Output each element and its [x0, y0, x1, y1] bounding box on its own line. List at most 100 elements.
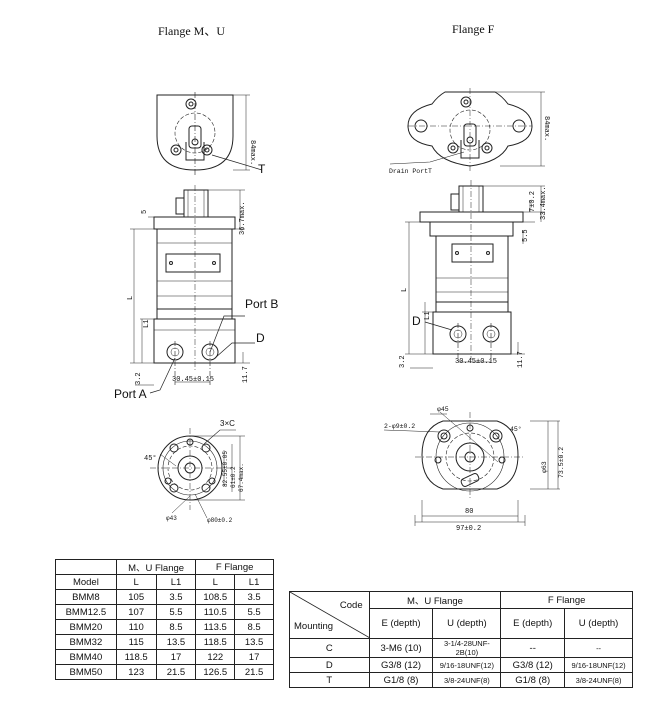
cell-mu-l: 115	[115, 634, 157, 650]
code-corner-cell: Code Mounting	[289, 591, 370, 639]
cell-mu-u: 9/16-18UNF(12)	[432, 657, 502, 673]
dim-right-2-09: 2-φ9±0.2	[384, 423, 415, 430]
cell-f-l: 122	[195, 649, 236, 665]
cell-mounting: D	[289, 657, 370, 673]
dim-left-phi80: φ80±0.2	[207, 517, 233, 524]
table-row: D G3/8 (12) 9/16-18UNF(12) G3/8 (12) 9/1…	[289, 657, 633, 673]
cell-f-l1: 21.5	[234, 664, 274, 680]
code-table: Code Mounting M、U Flange F Flange E (dep…	[289, 590, 633, 688]
table-row: BMM40 118.5 17 122 17	[55, 649, 274, 665]
dim-left-67max: 67.4max.	[238, 463, 245, 492]
dim-right-80: 80	[465, 508, 473, 516]
callout-3xc: 3×C	[220, 419, 235, 428]
code-sub-mu-e: E (depth)	[368, 608, 434, 639]
cell-f-e: --	[500, 638, 566, 658]
dim-right-l1: L1	[424, 312, 432, 320]
left-bottom-view	[150, 428, 245, 519]
dim-right-33-4max: 33.4max.	[540, 186, 548, 220]
spec-table: M、U Flange F Flange Model L L1 L L1 BMM8…	[55, 559, 274, 680]
table-row: BMM32 115 13.5 118.5 13.5	[55, 634, 274, 650]
cell-model: BMM50	[55, 664, 117, 680]
dim-right-73-5: 73.5±0.2	[558, 447, 565, 478]
cell-f-l1: 3.5	[234, 589, 274, 605]
spec-col-mu-l1: L1	[155, 574, 197, 590]
right-side-view	[405, 180, 545, 369]
cell-model: BMM40	[55, 649, 117, 665]
dim-right-5-5: 5.5	[522, 229, 530, 242]
code-group-mu: M、U Flange	[368, 590, 502, 610]
dim-left-11-7: 11.7	[242, 366, 250, 383]
code-sub-mu-u: U (depth)	[432, 608, 502, 639]
spec-blank-cell	[55, 559, 117, 575]
title-flange-mu: Flange M、U	[158, 24, 225, 38]
dim-right-phi63: φ63	[541, 461, 548, 473]
spec-col-f-l1: L1	[234, 574, 274, 590]
cell-model: BMM20	[55, 619, 117, 635]
cell-f-l: 118.5	[195, 634, 236, 650]
right-bottom-view	[383, 411, 560, 526]
corner-diagonal	[290, 592, 370, 638]
cell-mu-l: 105	[115, 589, 157, 605]
cell-mu-u: 3/8-24UNF(8)	[432, 672, 502, 688]
cell-f-u: 9/16-18UNF(12)	[564, 657, 633, 673]
cell-mu-l: 118.5	[115, 649, 157, 665]
cell-mounting: T	[289, 672, 370, 688]
cell-mu-l1: 5.5	[155, 604, 197, 620]
left-side-view	[130, 185, 255, 394]
table-row: BMM20 110 8.5 113.5 8.5	[55, 619, 274, 635]
dim-right-3-2: 3.2	[399, 355, 407, 368]
cell-mounting: C	[289, 638, 370, 658]
cell-mu-e: 3-M6 (10)	[368, 638, 434, 658]
right-top-view	[389, 88, 545, 172]
cell-mu-l1: 3.5	[155, 589, 197, 605]
callout-drain-port: Drain PortT	[389, 168, 432, 175]
cell-mu-u: 3-1/4-28UNF-2B(10)	[432, 638, 502, 658]
cell-mu-l: 107	[115, 604, 157, 620]
table-row: C 3-M6 (10) 3-1/4-28UNF-2B(10) -- --	[289, 638, 633, 658]
cell-mu-l1: 21.5	[155, 664, 197, 680]
cell-f-u: --	[564, 638, 633, 658]
callout-t: T	[258, 162, 266, 176]
callout-port-b: Port B	[245, 297, 278, 311]
cell-mu-e: G3/8 (12)	[368, 657, 434, 673]
dim-left-45deg: 45°	[144, 454, 157, 463]
table-row: BMM50 123 21.5 126.5 21.5	[55, 664, 274, 680]
code-corner-mounting: Mounting	[294, 621, 334, 632]
cell-model: BMM12.5	[55, 604, 117, 620]
dim-left-36-7max: 36.7max.	[239, 201, 247, 235]
left-top-view	[156, 92, 263, 175]
spec-group-mu: M、U Flange	[115, 559, 197, 575]
spec-col-mu-l: L	[115, 574, 157, 590]
dim-right-7: 7±0.2	[529, 191, 537, 212]
dim-left-l: L	[127, 296, 135, 300]
callout-d-left: D	[256, 331, 265, 345]
cell-f-l1: 17	[234, 649, 274, 665]
cell-mu-e: G1/8 (8)	[368, 672, 434, 688]
cell-f-l: 113.5	[195, 619, 236, 635]
dim-right-45deg: 45°	[510, 425, 522, 433]
dim-right-84max: 84max.	[542, 116, 550, 141]
cell-mu-l1: 13.5	[155, 634, 197, 650]
dim-left-82-55: 82.55±0.05	[222, 451, 229, 487]
cell-f-l: 108.5	[195, 589, 236, 605]
code-sub-f-u: U (depth)	[564, 608, 633, 639]
cell-mu-l1: 17	[155, 649, 197, 665]
dim-left-84max: 84max.	[248, 140, 256, 165]
cell-f-u: 3/8-24UNF(8)	[564, 672, 633, 688]
code-sub-f-e: E (depth)	[500, 608, 566, 639]
callout-d-right: D	[412, 314, 421, 328]
cell-mu-l: 123	[115, 664, 157, 680]
cell-model: BMM8	[55, 589, 117, 605]
dim-left-5: 5	[141, 210, 149, 214]
table-row: T G1/8 (8) 3/8-24UNF(8) G1/8 (8) 3/8-24U…	[289, 672, 633, 688]
cell-f-e: G3/8 (12)	[500, 657, 566, 673]
dim-right-11-7: 11.7	[517, 351, 525, 368]
dim-right-97: 97±0.2	[456, 525, 481, 533]
title-flange-f: Flange F	[452, 22, 495, 36]
dim-left-30-45: 30.45±0.15	[172, 376, 214, 384]
cell-model: BMM32	[55, 634, 117, 650]
table-row: BMM8 105 3.5 108.5 3.5	[55, 589, 274, 605]
cell-mu-l: 110	[115, 619, 157, 635]
cell-f-l1: 8.5	[234, 619, 274, 635]
